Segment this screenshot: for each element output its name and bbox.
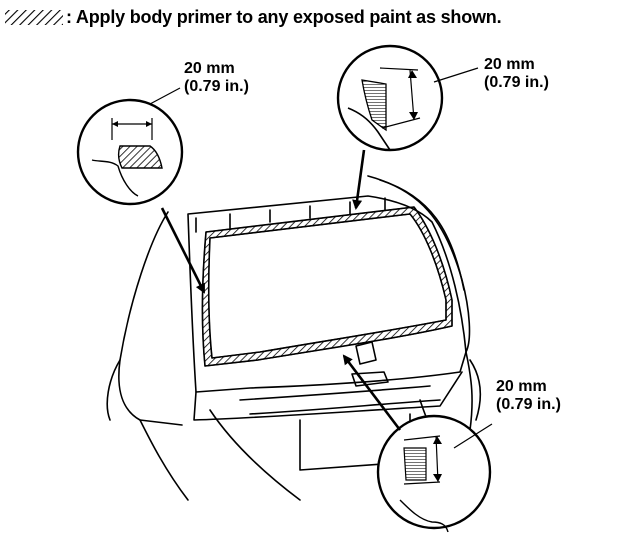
tailgate-frame <box>187 195 467 393</box>
body-left-side <box>118 211 183 426</box>
detail-circle-bottom-right <box>376 414 493 533</box>
legend-text: : Apply body primer to any exposed paint… <box>66 6 502 27</box>
dimension-mm: 20 mm <box>184 60 235 77</box>
leader-arrow-top-right <box>352 149 366 210</box>
hatch-swatch-icon <box>5 10 63 25</box>
callout-bottom-right-label: 20 mm (0.79 in.) <box>496 378 561 414</box>
leader-arrow-bottom-right <box>342 354 402 431</box>
dimension-mm: 20 mm <box>484 56 535 73</box>
dimension-in: (0.79 in.) <box>484 74 549 91</box>
dimension-in: (0.79 in.) <box>496 396 561 413</box>
callout-top-right-label: 20 mm (0.79 in.) <box>484 56 549 92</box>
legend: : Apply body primer to any exposed paint… <box>4 2 502 32</box>
rear-glass <box>207 213 447 359</box>
callout-top-left-label: 20 mm (0.79 in.) <box>184 60 249 96</box>
leader-arrow-top-left <box>160 207 206 294</box>
detail-circle-top-right <box>336 44 479 152</box>
dimension-mm: 20 mm <box>496 378 547 395</box>
dimension-in: (0.79 in.) <box>184 78 249 95</box>
detail-circle-top-left <box>76 87 184 206</box>
